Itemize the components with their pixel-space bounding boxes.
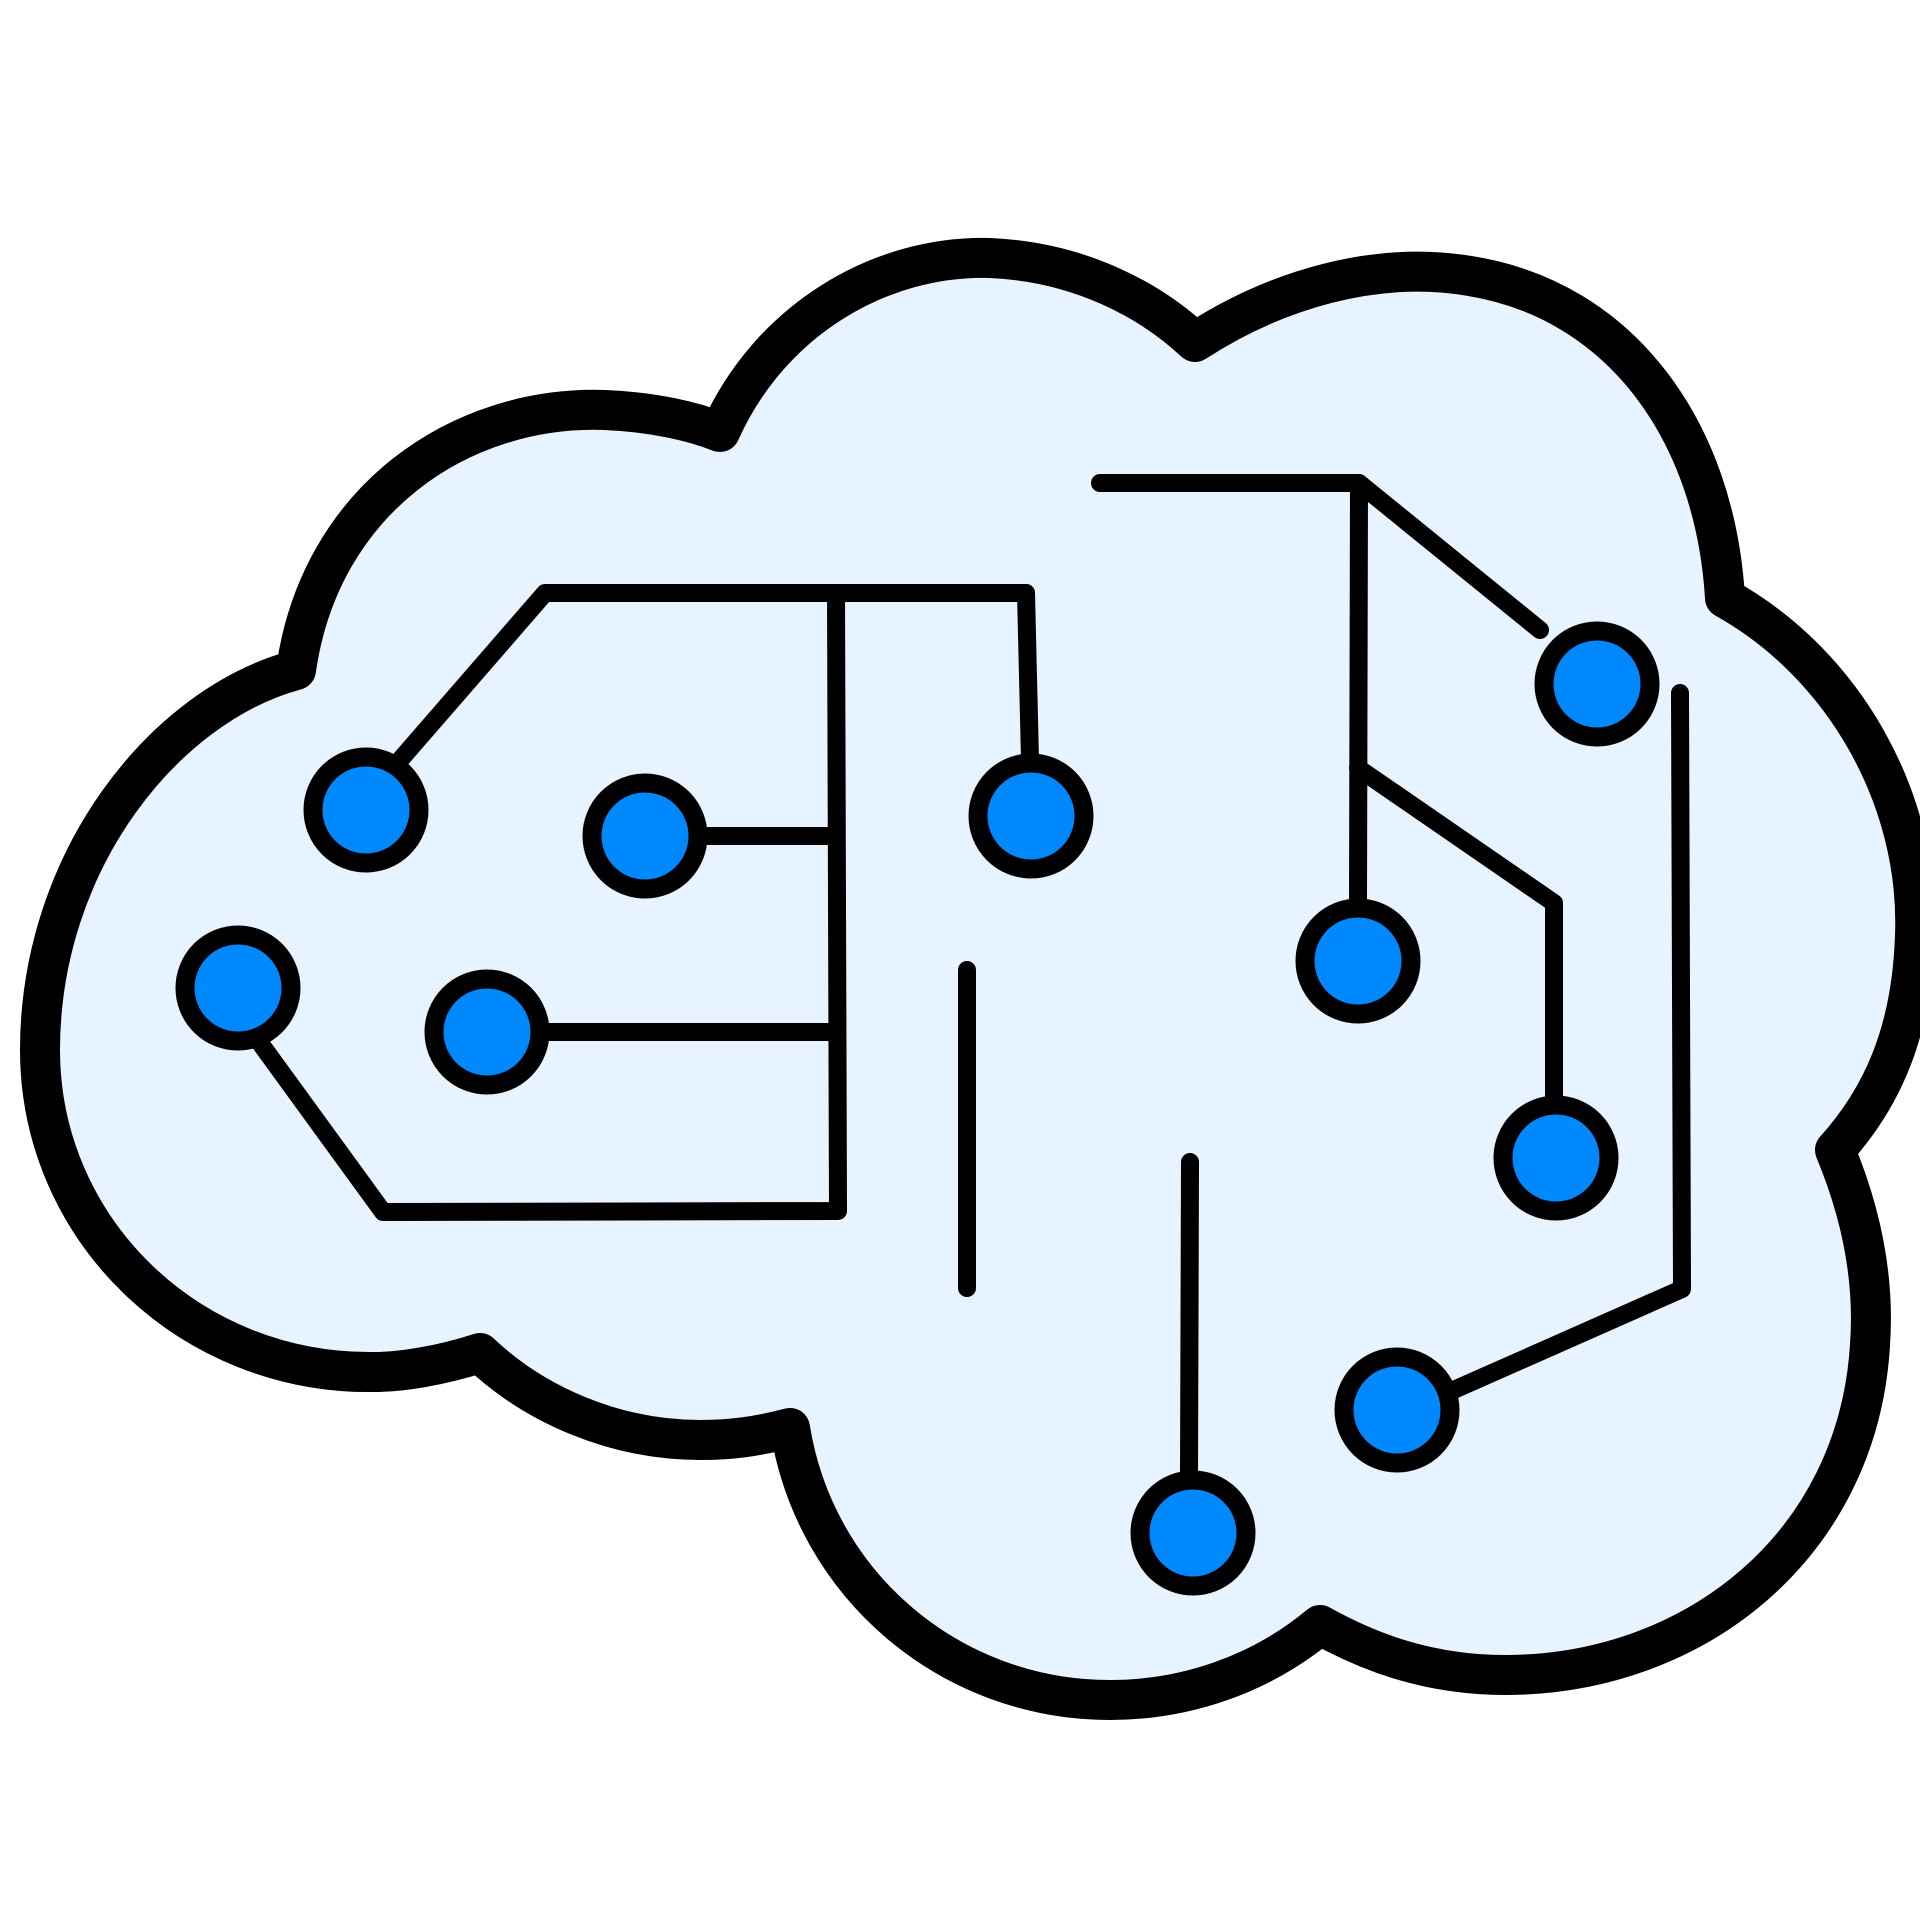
node-circle — [1295, 898, 1421, 1024]
trace-far-right — [1431, 684, 1691, 1405]
node-circle — [424, 969, 550, 1095]
node-circle — [1534, 621, 1660, 747]
node-circle — [1493, 1095, 1619, 1221]
trace-right-branch — [1349, 759, 1563, 1112]
node-circle — [1334, 1347, 1460, 1473]
trace-top-bar — [391, 584, 1035, 769]
cloud-shape — [20, 237, 1920, 1720]
node-circle — [968, 753, 1094, 879]
trace-bottom-line — [1180, 1153, 1199, 1486]
trace-right-stem — [1349, 474, 1368, 914]
node-circle — [175, 925, 301, 1051]
node-circle — [1130, 1470, 1256, 1596]
circuit-traces — [238, 474, 1691, 1486]
trace-spine — [238, 584, 847, 1221]
trace-right-drop — [1017, 584, 1039, 769]
node-circle — [303, 747, 429, 873]
node-circle — [582, 773, 708, 899]
circuit-nodes — [175, 621, 1660, 1596]
